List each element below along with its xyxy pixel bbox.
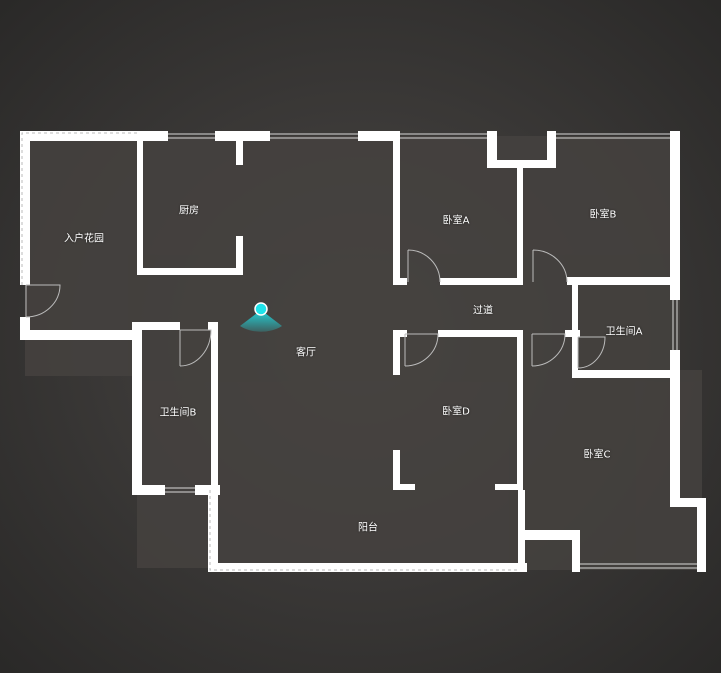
- position-marker-icon[interactable]: [240, 302, 282, 332]
- wall: [20, 330, 140, 340]
- wall: [697, 505, 706, 572]
- wall: [211, 330, 218, 490]
- floor-area: [137, 330, 527, 568]
- wall: [565, 330, 580, 337]
- wall: [567, 277, 680, 285]
- wall: [20, 131, 137, 141]
- wall: [487, 160, 556, 168]
- wall: [132, 485, 165, 495]
- door[interactable]: [25, 284, 61, 318]
- room-label-bedroom-a[interactable]: 卧室A: [442, 215, 470, 227]
- room-label-kitchen[interactable]: 厨房: [179, 205, 199, 217]
- windows: [165, 133, 697, 569]
- wall: [137, 131, 168, 141]
- wall: [215, 131, 270, 141]
- wall: [358, 131, 396, 141]
- door[interactable]: [179, 329, 212, 367]
- wall: [487, 131, 497, 168]
- wall: [440, 278, 523, 285]
- wall: [438, 330, 520, 337]
- wall: [132, 322, 142, 495]
- wall: [195, 485, 220, 495]
- window: [672, 300, 678, 350]
- wall: [236, 236, 243, 275]
- door[interactable]: [577, 336, 606, 369]
- window: [270, 133, 358, 139]
- doors[interactable]: [25, 249, 606, 369]
- room-label-bathroom-b[interactable]: 卫生间B: [159, 407, 197, 419]
- window: [580, 563, 697, 569]
- walls: [20, 131, 706, 572]
- wall: [572, 530, 580, 572]
- wall: [208, 322, 218, 330]
- wall: [20, 317, 30, 340]
- wall: [20, 131, 30, 285]
- wall: [393, 450, 400, 490]
- door[interactable]: [407, 249, 441, 283]
- room-label-bedroom-d[interactable]: 卧室D: [442, 406, 470, 418]
- wall: [208, 563, 527, 572]
- room-label-bedroom-c[interactable]: 卧室C: [583, 449, 611, 461]
- window: [165, 487, 195, 493]
- room-label-corridor[interactable]: 过道: [473, 305, 493, 317]
- wall: [670, 350, 680, 505]
- wall: [517, 165, 523, 285]
- dashed-wall-marks: [21, 132, 520, 571]
- room-label-bathroom-a[interactable]: 卫生间A: [605, 326, 643, 338]
- wall: [517, 330, 523, 490]
- wall: [132, 322, 180, 330]
- wall: [137, 131, 143, 275]
- room-label-bedroom-b[interactable]: 卧室B: [589, 209, 617, 221]
- wall: [208, 485, 218, 572]
- wall: [518, 530, 580, 540]
- wall: [236, 135, 243, 165]
- window: [396, 133, 487, 139]
- wall: [393, 131, 400, 285]
- room-label-living-room[interactable]: 客厅: [296, 347, 316, 359]
- door[interactable]: [404, 333, 439, 367]
- wall: [670, 498, 706, 507]
- wall: [670, 131, 680, 300]
- wall: [572, 370, 680, 378]
- door[interactable]: [531, 333, 566, 367]
- wall: [137, 268, 243, 275]
- window: [556, 133, 670, 139]
- room-label-balcony[interactable]: 阳台: [358, 522, 378, 534]
- wall: [393, 330, 400, 375]
- wall: [495, 484, 520, 490]
- wall: [547, 131, 556, 168]
- room-label-entry-garden[interactable]: 入户花园: [64, 233, 104, 245]
- wall: [393, 484, 415, 490]
- wall: [393, 278, 407, 285]
- door[interactable]: [532, 249, 568, 283]
- window: [168, 133, 215, 139]
